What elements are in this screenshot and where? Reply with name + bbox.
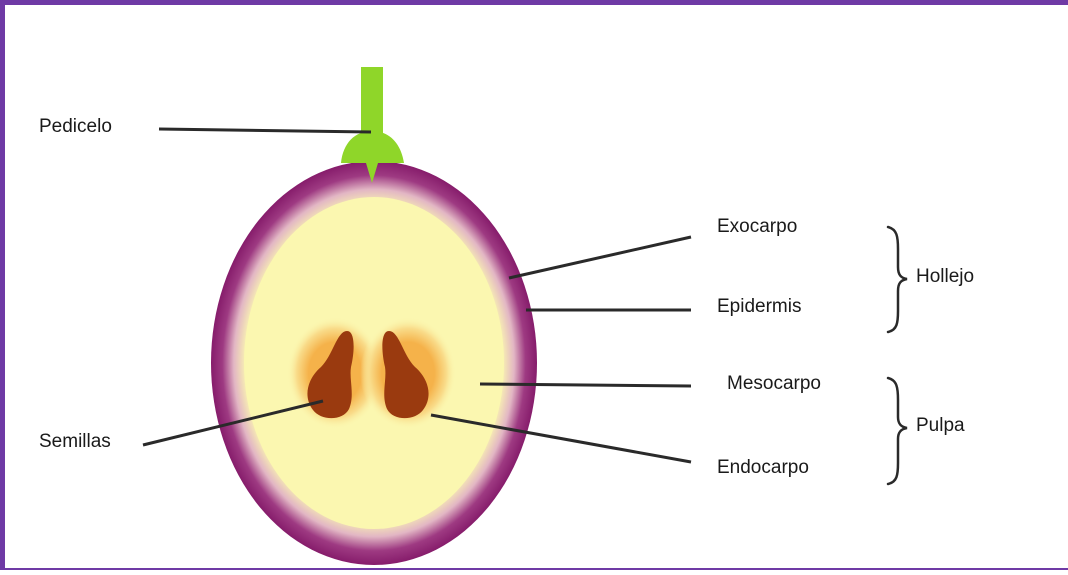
label-semillas: Semillas bbox=[39, 432, 111, 451]
label-hollejo: Hollejo bbox=[916, 267, 974, 286]
grape-diagram bbox=[5, 5, 1068, 575]
label-epidermis: Epidermis bbox=[717, 297, 801, 316]
leader-pedicelo bbox=[159, 129, 371, 132]
leader-mesocarpo bbox=[480, 384, 691, 386]
label-pulpa: Pulpa bbox=[916, 416, 965, 435]
label-mesocarpo: Mesocarpo bbox=[727, 374, 821, 393]
label-pedicelo: Pedicelo bbox=[39, 117, 112, 136]
leader-exocarpo bbox=[509, 237, 691, 278]
pedicel-stem bbox=[361, 67, 383, 135]
label-endocarpo: Endocarpo bbox=[717, 458, 809, 477]
brace-pulpa bbox=[888, 378, 907, 484]
brace-hollejo bbox=[888, 227, 907, 332]
label-exocarpo: Exocarpo bbox=[717, 217, 797, 236]
